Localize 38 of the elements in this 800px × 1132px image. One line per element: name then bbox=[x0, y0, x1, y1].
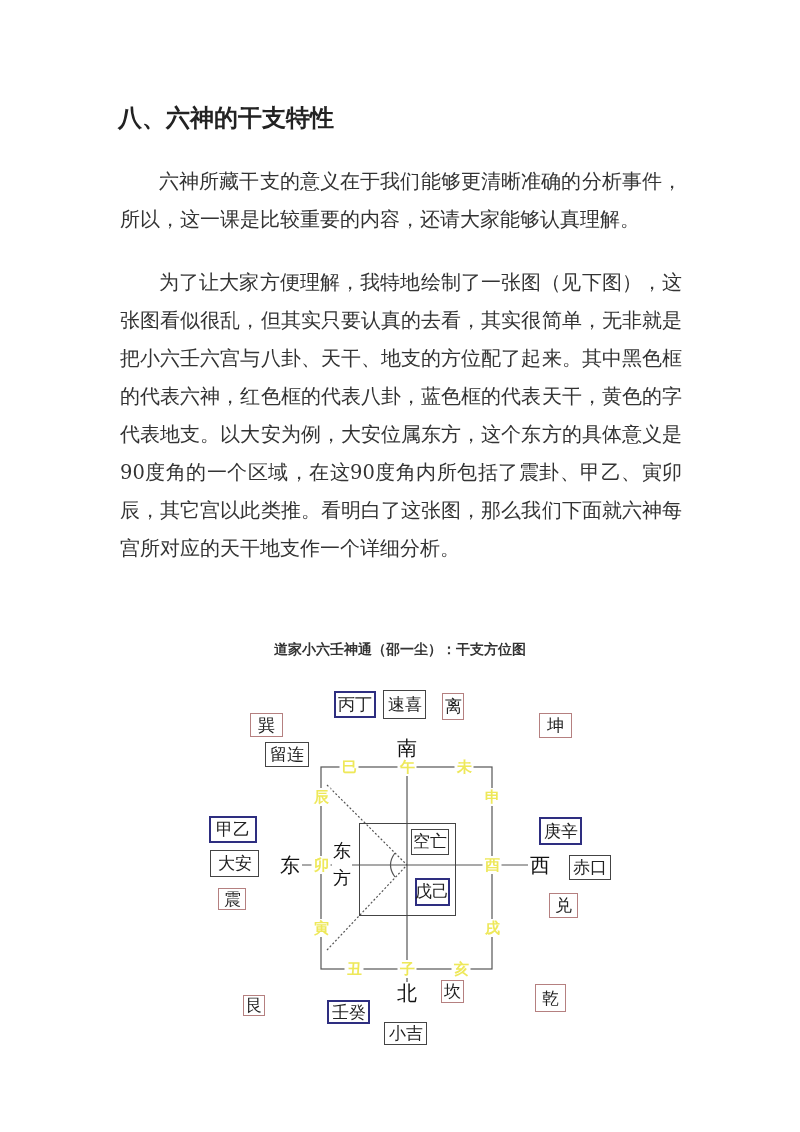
branch-label: 巳 bbox=[339, 758, 359, 776]
branch-label: 子 bbox=[397, 960, 417, 978]
trigram-box: 震 bbox=[218, 888, 246, 910]
paragraph: 六神所藏干支的意义在于我们能够更清晰准确的分析事件，所以，这一课是比较重要的内容，还请大家能够认真理解。 bbox=[120, 169, 682, 233]
branch-label: 戌 bbox=[482, 919, 502, 937]
direction-label: 西 bbox=[530, 854, 550, 876]
direction-label: 北 bbox=[397, 982, 417, 1004]
stem-box: 壬癸 bbox=[327, 1000, 370, 1024]
trigram-box: 离 bbox=[442, 693, 464, 720]
deity-box: 小吉 bbox=[384, 1022, 427, 1045]
branch-label: 亥 bbox=[451, 960, 471, 978]
deity-box: 赤口 bbox=[569, 855, 611, 880]
branch-label: 未 bbox=[454, 758, 474, 776]
deity-box: 速喜 bbox=[383, 690, 426, 719]
paragraph: 为了让大家方便理解，我特地绘制了一张图（见下图），这张图看似很乱，但其实只要认真的去看，其实很简单，无非就是把小六壬六宫与八卦、天干、地支的方位配了起来。其中黑色框的代表六神，红色框的代表八卦，蓝色框的代表天干，黄色的字代表地支。以大安为例，大安位属东方，这个东方的具体意义是90度角的一个区域，在这90度角内所包括了震卦、甲乙、寅卯辰，其它宫以此类推。看明白了这张图，那么我们下面就六神每宫所对应的天干地支作一个详细分析。 bbox=[120, 270, 682, 562]
stem-box: 丙丁 bbox=[334, 691, 376, 718]
deity-box: 空亡 bbox=[410, 828, 449, 855]
center-square bbox=[359, 823, 456, 916]
branch-label: 寅 bbox=[311, 919, 331, 937]
section-heading: 八、六神的干支特性 bbox=[118, 103, 334, 134]
trigram-box: 巽 bbox=[250, 713, 283, 737]
branch-label: 午 bbox=[397, 758, 417, 776]
branch-label: 丑 bbox=[344, 960, 364, 978]
trigram-box: 坤 bbox=[539, 713, 572, 738]
stem-box: 庚辛 bbox=[539, 817, 582, 845]
trigram-box: 坎 bbox=[441, 980, 464, 1003]
trigram-box: 乾 bbox=[535, 984, 566, 1012]
branch-label: 酉 bbox=[482, 856, 502, 874]
figure-caption: 道家小六壬神通（邵一尘）：干支方位图 bbox=[274, 641, 526, 659]
trigram-box: 艮 bbox=[243, 995, 265, 1016]
deity-box: 大安 bbox=[210, 850, 259, 877]
direction-label: 东 bbox=[280, 854, 300, 876]
stem-box: 甲乙 bbox=[209, 816, 257, 843]
trigram-box: 兑 bbox=[549, 893, 578, 918]
branch-label: 辰 bbox=[311, 788, 331, 806]
deity-box: 留连 bbox=[265, 742, 309, 767]
branch-label: 卯 bbox=[311, 856, 331, 874]
direction-label: 南 bbox=[397, 737, 417, 759]
